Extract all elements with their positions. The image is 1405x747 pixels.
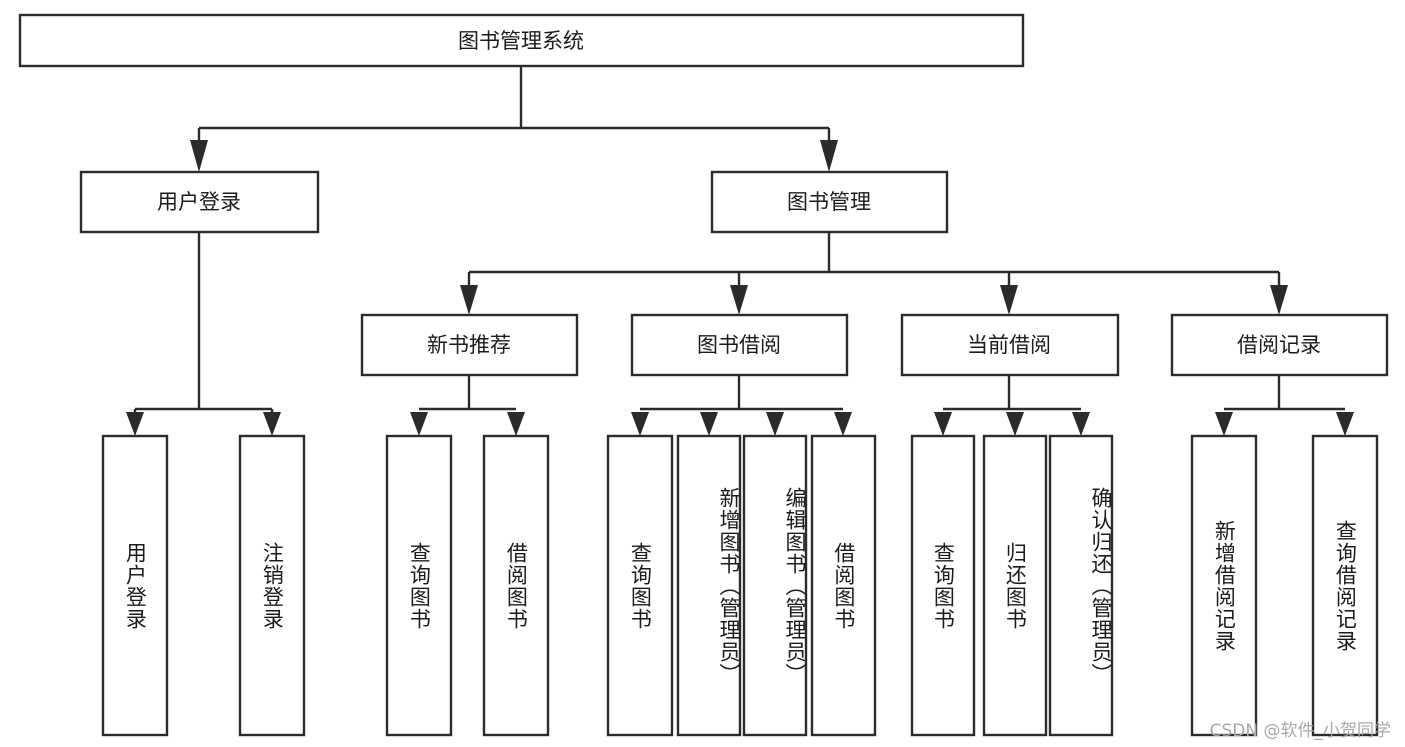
- arrow-head-leaf-edit-book: [766, 412, 784, 436]
- node-leaf-borrow-book-recommend-box[interactable]: [482, 434, 550, 737]
- node-root-box[interactable]: [18, 13, 1025, 68]
- node-leaf-add-record-box[interactable]: [1190, 434, 1258, 737]
- node-borrow-record-label: 借阅记录: [1237, 333, 1321, 357]
- node-user-login[interactable]: 用户登录: [79, 170, 320, 234]
- node-book-borrow-box[interactable]: [630, 313, 849, 377]
- arrow-head-leaf-query-book-recommend: [410, 412, 428, 436]
- arrow-head-borrow-record: [1270, 285, 1288, 315]
- node-new-book-recommend[interactable]: 新书推荐: [360, 313, 579, 377]
- arrow-head-book-management: [820, 140, 838, 172]
- node-leaf-logout-box[interactable]: [238, 434, 306, 737]
- node-borrow-record-box[interactable]: [1170, 313, 1389, 377]
- node-leaf-query-book-borrow-box[interactable]: [606, 434, 674, 737]
- arrow-head-leaf-add-book: [700, 412, 718, 436]
- node-leaf-query-record-box[interactable]: [1311, 434, 1379, 737]
- arrow-head-leaf-logout: [263, 412, 281, 436]
- node-leaf-borrow-book-box[interactable]: [810, 434, 877, 737]
- node-borrow-record[interactable]: 借阅记录: [1170, 313, 1389, 377]
- node-book-management[interactable]: 图书管理: [710, 170, 949, 234]
- arrow-head-leaf-query-book-borrow: [631, 412, 649, 436]
- node-user-login-box[interactable]: [79, 170, 320, 234]
- node-leaf-edit-book-box[interactable]: [742, 434, 808, 737]
- node-new-book-recommend-box[interactable]: [360, 313, 579, 377]
- arrow-head-leaf-add-record: [1215, 412, 1233, 436]
- node-book-borrow[interactable]: 图书借阅: [630, 313, 849, 377]
- node-leaf-confirm-return-box[interactable]: [1048, 434, 1114, 737]
- node-root-label: 图书管理系统: [458, 29, 584, 53]
- node-new-book-recommend-label: 新书推荐: [427, 333, 511, 357]
- node-current-borrow[interactable]: 当前借阅: [900, 313, 1120, 377]
- node-leaf-return-book-box[interactable]: [982, 434, 1048, 737]
- node-book-management-box[interactable]: [710, 170, 949, 234]
- arrow-head-leaf-return-book: [1006, 412, 1024, 436]
- node-root[interactable]: 图书管理系统: [18, 13, 1025, 68]
- node-leaf-query-book-recommend-box[interactable]: [385, 434, 453, 737]
- node-leaf-user-login-box[interactable]: [101, 434, 169, 737]
- node-user-login-label: 用户登录: [157, 190, 241, 214]
- node-leaf-add-book-box[interactable]: [676, 434, 742, 737]
- leaf-box-layer: [101, 434, 1379, 737]
- arrow-head-user-login: [190, 140, 208, 172]
- node-book-borrow-label: 图书借阅: [697, 333, 781, 357]
- arrow-head-leaf-confirm-return: [1072, 412, 1090, 436]
- watermark-text: CSDN @软件_小贺同学: [1209, 721, 1391, 741]
- arrow-head-leaf-user-login: [126, 412, 144, 436]
- node-book-management-label: 图书管理: [787, 190, 871, 214]
- arrow-head-new-book-recommend: [460, 285, 478, 315]
- connector-layer: [126, 66, 1354, 436]
- arrow-head-leaf-query-book-current: [934, 412, 952, 436]
- arrow-head-leaf-borrow-book-recommend: [507, 412, 525, 436]
- arrow-head-leaf-borrow-book: [834, 412, 852, 436]
- arrow-head-leaf-query-record: [1336, 412, 1354, 436]
- arrow-head-book-borrow: [730, 285, 748, 315]
- node-current-borrow-label: 当前借阅: [967, 333, 1051, 357]
- node-current-borrow-box[interactable]: [900, 313, 1120, 377]
- arrow-head-current-borrow: [1000, 285, 1018, 315]
- node-leaf-query-book-current-box[interactable]: [910, 434, 976, 737]
